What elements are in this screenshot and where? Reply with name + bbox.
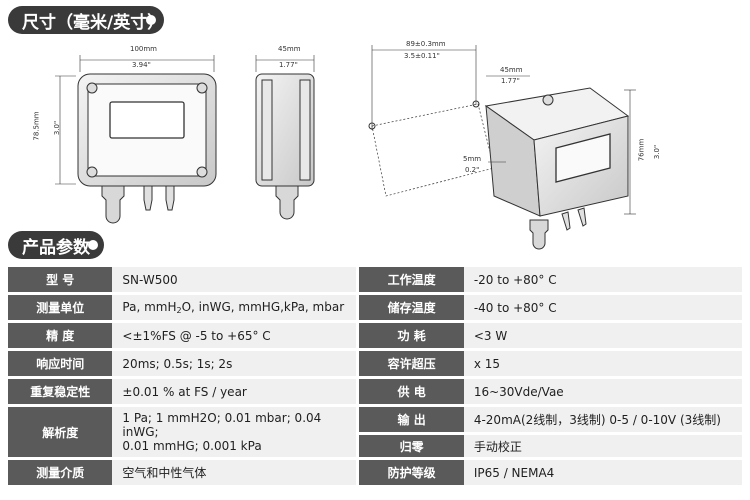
iso-small-mm: 5mm — [463, 155, 482, 163]
spec-label: 储存温度 — [359, 295, 464, 320]
table-row: 重复稳定性 ±0.01 % at FS / year 供 电 16~30Vde/… — [8, 379, 742, 404]
spec-label: 重复稳定性 — [8, 379, 113, 404]
spec-label: 响应时间 — [8, 351, 113, 376]
front-height-in: 3.0" — [53, 120, 62, 136]
spec-label: 防护等级 — [359, 460, 464, 485]
table-row: 响应时间 20ms; 0.5s; 1s; 2s 容许超压 x 15 — [8, 351, 742, 376]
side-depth-in: 1.77" — [279, 61, 298, 69]
iso-hole-in: 3.5±0.11" — [404, 52, 440, 60]
side-view — [255, 55, 315, 220]
front-view — [55, 55, 217, 224]
isometric-view — [368, 45, 636, 250]
spec-value: ±0.01 % at FS / year — [112, 379, 357, 404]
dimensions-section-title: 尺寸（毫米/英寸） — [8, 6, 164, 34]
spec-label: 精 度 — [8, 323, 113, 348]
spec-value: 20ms; 0.5s; 1s; 2s — [112, 351, 357, 376]
table-row: 测量单位 Pa, mmH2O, inWG, mmHG,kPa, mbar 储存温… — [8, 295, 742, 320]
table-row: 解析度 1 Pa; 1 mmH2O; 0.01 mbar; 0.04 inWG;… — [8, 407, 742, 457]
front-width-mm: 100mm — [130, 45, 157, 53]
spec-value: IP65 / NEMA4 — [463, 460, 742, 485]
spec-value: -40 to +80° C — [463, 295, 742, 320]
spec-label: 测量单位 — [8, 295, 113, 320]
iso-small-in: 0.2" — [465, 166, 480, 174]
spec-value: <3 W — [463, 323, 742, 348]
spec-table: 型 号 SN-W500 工作温度 -20 to +80° C 测量单位 Pa, … — [8, 264, 742, 488]
dimension-drawings — [55, 45, 636, 250]
front-width-in: 3.94" — [132, 61, 151, 69]
spec-label: 功 耗 — [359, 323, 464, 348]
dimensions-title-text: 尺寸（毫米/英寸） — [22, 12, 165, 33]
table-row: 精 度 <±1%FS @ -5 to +65° C 功 耗 <3 W — [8, 323, 742, 348]
iso-depth-in: 1.77" — [501, 77, 520, 85]
iso-height-in: 3.0" — [653, 144, 662, 160]
title-dot-icon — [146, 15, 156, 25]
spec-label: 测量介质 — [8, 460, 113, 485]
spec-label: 供 电 — [359, 379, 464, 404]
table-row: 型 号 SN-W500 工作温度 -20 to +80° C — [8, 267, 742, 292]
spec-value: 1 Pa; 1 mmH2O; 0.01 mbar; 0.04 inWG; 0.0… — [112, 407, 357, 457]
spec-label: 归零 — [359, 432, 464, 457]
spec-value: SN-W500 — [112, 267, 357, 292]
table-row: 测量介质 空气和中性气体 防护等级 IP65 / NEMA4 — [8, 460, 742, 485]
spec-value: 手动校正 — [463, 432, 742, 457]
spec-label: 容许超压 — [359, 351, 464, 376]
params-section-title: 产品参数 — [8, 231, 104, 259]
spec-value: 4-20mA(2线制，3线制) 0-5 / 0-10V (3线制) — [463, 407, 742, 432]
params-title-text: 产品参数 — [22, 237, 90, 258]
spec-value: 16~30Vde/Vae — [463, 379, 742, 404]
spec-label: 输 出 — [359, 407, 464, 432]
spec-value: Pa, mmH2O, inWG, mmHG,kPa, mbar — [112, 295, 357, 320]
iso-depth-mm: 45mm — [500, 66, 523, 74]
title-dot-icon — [88, 240, 98, 250]
side-depth-mm: 45mm — [278, 45, 301, 53]
spec-label: 型 号 — [8, 267, 113, 292]
spec-label: 解析度 — [8, 407, 113, 457]
spec-value: <±1%FS @ -5 to +65° C — [112, 323, 357, 348]
spec-label: 工作温度 — [359, 267, 464, 292]
spec-value: x 15 — [463, 351, 742, 376]
front-height-mm: 78.5mm — [32, 111, 41, 141]
iso-hole-mm: 89±0.3mm — [406, 40, 446, 48]
spec-value: 空气和中性气体 — [112, 460, 357, 485]
spec-value: -20 to +80° C — [463, 267, 742, 292]
iso-height-mm: 76mm — [637, 138, 646, 162]
